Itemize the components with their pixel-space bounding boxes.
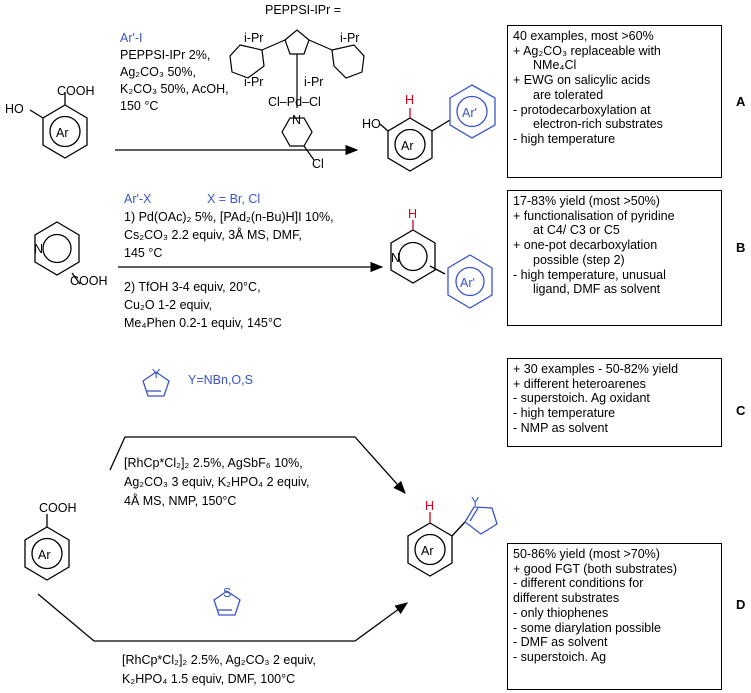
note-d-line: - different conditions for (513, 576, 644, 591)
ipr-2: i-Pr (340, 31, 359, 45)
arrow-c (109, 436, 406, 494)
note-d-line: - DMF as solvent (513, 635, 608, 650)
product-a-structure: HO H Ar Ar' (362, 84, 496, 172)
h-label-a: H (405, 93, 414, 107)
note-b-line: 17-83% yield (most >50%) (513, 194, 660, 208)
cond-b-2: Cs₂CO₃ 2.2 equiv, 3Å MS, DMF, (124, 227, 302, 242)
note-d-line: different substrates (513, 591, 620, 606)
salicylic-acid-structure (29, 92, 88, 159)
ipr-3: i-Pr (244, 75, 263, 89)
cond-a-4: 150 °C (120, 99, 158, 113)
note-d-line: - only thiophenes (513, 605, 609, 620)
label-c: C (736, 403, 746, 418)
benzoic-acid-structure (24, 514, 70, 581)
cond-a-2: Ag₂CO₃ 50%, (120, 65, 196, 79)
halide-b: X = Br, Cl (207, 192, 260, 206)
note-a-line: electron-rich substrates (533, 117, 663, 132)
peppsi-title: PEPPSI-IPr = (265, 3, 341, 17)
heteroarene-structure (142, 371, 170, 397)
note-d-line: + good FGT (both substrates) (513, 561, 678, 576)
note-b-line: + functionalisation of pyridine (513, 208, 675, 223)
note-c-line: - high temperature (513, 406, 616, 421)
peppsi-ipr-structure: PEPPSI-IPr = i-Pr i-Pr i-Pr i-Pr Cl–Pd–C… (229, 3, 365, 171)
cond-d-1: [RhCp*Cl₂]₂ 2.5%, Ag₂CO₃ 2 equiv, (122, 653, 316, 667)
note-d-line: 50-86% yield (most >70%) (513, 547, 660, 561)
note-d-line: - some diarylation possible (513, 620, 661, 635)
note-box-c: + 30 examples - 50-82% yield + different… (507, 358, 722, 447)
label-a: A (736, 94, 746, 109)
cond-b-5: Cu₂O 1-2 equiv, (124, 298, 212, 312)
ho-label-product-a: HO (362, 117, 381, 131)
reagent-b: Ar'-X (124, 192, 152, 206)
cooh-label-b: COOH (70, 274, 108, 288)
cond-b-1: 1) Pd(OAc)₂ 5%, [PAd₂(n-Bu)H]I 10%, (124, 210, 334, 224)
s-atom-thiophene: S (223, 586, 231, 600)
note-a-line: + Ag₂CO₃ replaceable with (513, 43, 661, 58)
reagent-a: Ar'-I (120, 31, 143, 45)
note-c-line: + different heteroarenes (513, 376, 646, 391)
ipr-4: i-Pr (304, 75, 323, 89)
note-box-b: 17-83% yield (most >50%) + functionalisa… (507, 190, 722, 326)
cond-c-2: Ag₂CO₃ 3 equiv, K₂HPO₄ 2 equiv, (124, 475, 310, 489)
y-atom-reagent: Y (152, 367, 161, 381)
pd-line: Cl–Pd–Cl (268, 95, 321, 109)
heteroarene-c: Y=NBn,O,S (188, 373, 253, 387)
note-c-line: - NMP as solvent (513, 420, 608, 435)
note-c-line: + 30 examples - 50-82% yield (513, 362, 679, 376)
ar-prime-label-a: Ar' (462, 106, 477, 120)
ar-prime-label-b: Ar' (460, 276, 475, 290)
ar-label-product-a: Ar (401, 139, 414, 153)
note-a-line: 40 examples, most >60% (513, 29, 654, 43)
note-b-line: at C4/ C3 or C5 (533, 223, 620, 238)
y-atom-product: Y (471, 495, 480, 509)
cond-c-1: [RhCp*Cl₂]₂ 2.5%, AgSbF₆ 10%, (124, 456, 303, 470)
cond-b-4: 2) TfOH 3-4 equiv, 20°C, (124, 280, 261, 294)
label-b: B (736, 240, 746, 255)
h-label-b: H (408, 207, 417, 221)
cooh-label-a: COOH (57, 84, 95, 98)
cooh-label-c: COOH (39, 501, 77, 515)
thiophene-structure (213, 590, 241, 616)
n-atom-b: N (34, 242, 43, 256)
ho-label-a: HO (5, 102, 24, 116)
pyridine-acid-structure (34, 221, 81, 285)
note-a-line: - high temperature (513, 131, 616, 146)
n-atom-product-b: N (391, 251, 400, 265)
note-box-a: 40 examples, most >60% + Ag₂CO₃ replacea… (507, 25, 722, 178)
note-c-line: - superstoich. Ag oxidant (513, 391, 650, 406)
product-cd-structure: H Y Ar (407, 495, 498, 577)
note-b-line: - high temperature, unusual (513, 267, 666, 282)
note-a-line: + EWG on salicylic acids (513, 73, 651, 88)
ar-label-c: Ar (38, 548, 51, 562)
note-a-line: NMe₄Cl (533, 58, 577, 73)
arrow-d (37, 593, 409, 642)
ipr-1: i-Pr (244, 31, 263, 45)
cond-c-3: 4Å MS, NMP, 150°C (124, 493, 236, 508)
note-box-d: 50-86% yield (most >70%) + good FGT (bot… (507, 543, 722, 690)
note-a-line: - protodecarboxylation at (513, 102, 651, 117)
product-b-structure: N H Ar' (390, 207, 493, 309)
ar-label-product-cd: Ar (421, 544, 434, 558)
note-d-line: - superstoich. Ag (513, 649, 607, 664)
cl-atom-peppsi: Cl (312, 157, 324, 171)
cond-a-1: PEPPSI-IPr 2%, (120, 48, 210, 62)
note-b-line: possible (step 2) (533, 252, 625, 267)
cond-b-3: 145 °C (124, 246, 162, 260)
n-atom-peppsi: N (292, 113, 301, 127)
label-d: D (736, 597, 746, 612)
note-b-line: ligand, DMF as solvent (533, 282, 661, 297)
note-b-line: + one-pot decarboxylation (513, 238, 658, 253)
cond-d-2: K₂HPO₄ 1.5 equiv, DMF, 100°C (122, 672, 295, 686)
cond-b-6: Me₄Phen 0.2-1 equiv, 145°C (124, 316, 282, 330)
ar-label-a: Ar (56, 126, 69, 140)
note-a-line: are tolerated (533, 87, 604, 102)
cond-a-3: K₂CO₃ 50%, AcOH, (120, 82, 229, 96)
h-label-cd: H (425, 499, 434, 513)
